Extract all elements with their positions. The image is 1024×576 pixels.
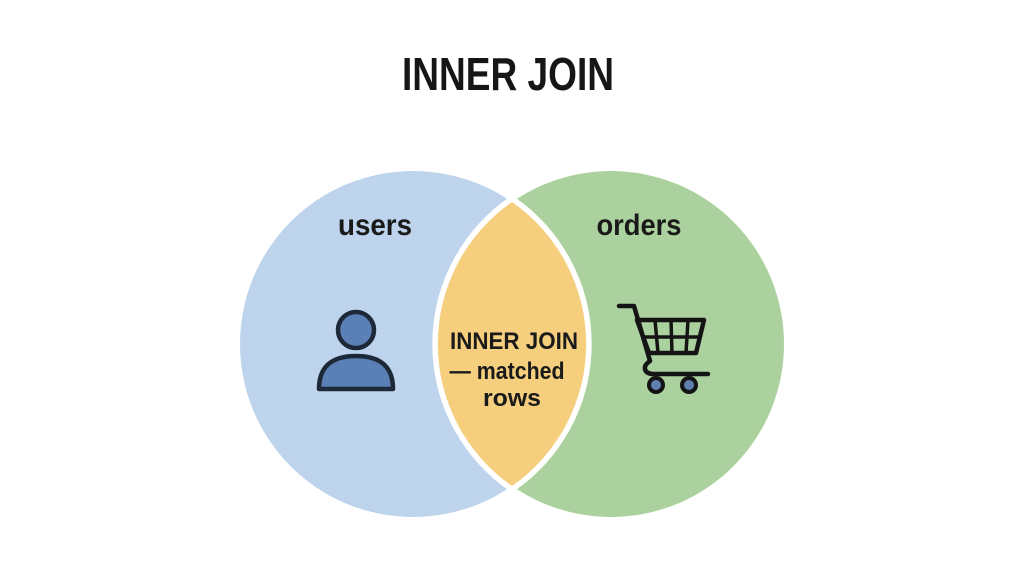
- user-icon-body: [316, 353, 396, 392]
- cart-basket: [634, 317, 707, 356]
- left-set-label: users: [338, 209, 412, 242]
- overlap-lens: [437, 202, 587, 486]
- right-set-label: orders: [597, 209, 682, 242]
- overlap-caption-line3: rows: [483, 385, 541, 412]
- page-title: INNER JOIN: [402, 48, 614, 100]
- shopping-cart-icon: [616, 303, 711, 394]
- cart-wheel-right: [680, 376, 698, 394]
- user-icon: [316, 309, 396, 392]
- overlap-caption-line1: INNER JOIN: [450, 328, 578, 355]
- user-icon-head: [335, 309, 377, 351]
- cart-handle: [616, 303, 711, 377]
- cart-basket-grid: [641, 318, 701, 355]
- overlap-caption-line2: — matched: [450, 358, 565, 385]
- overlap-caption: INNER JOIN — matched rows: [450, 328, 579, 412]
- cart-wheel-left: [647, 376, 665, 394]
